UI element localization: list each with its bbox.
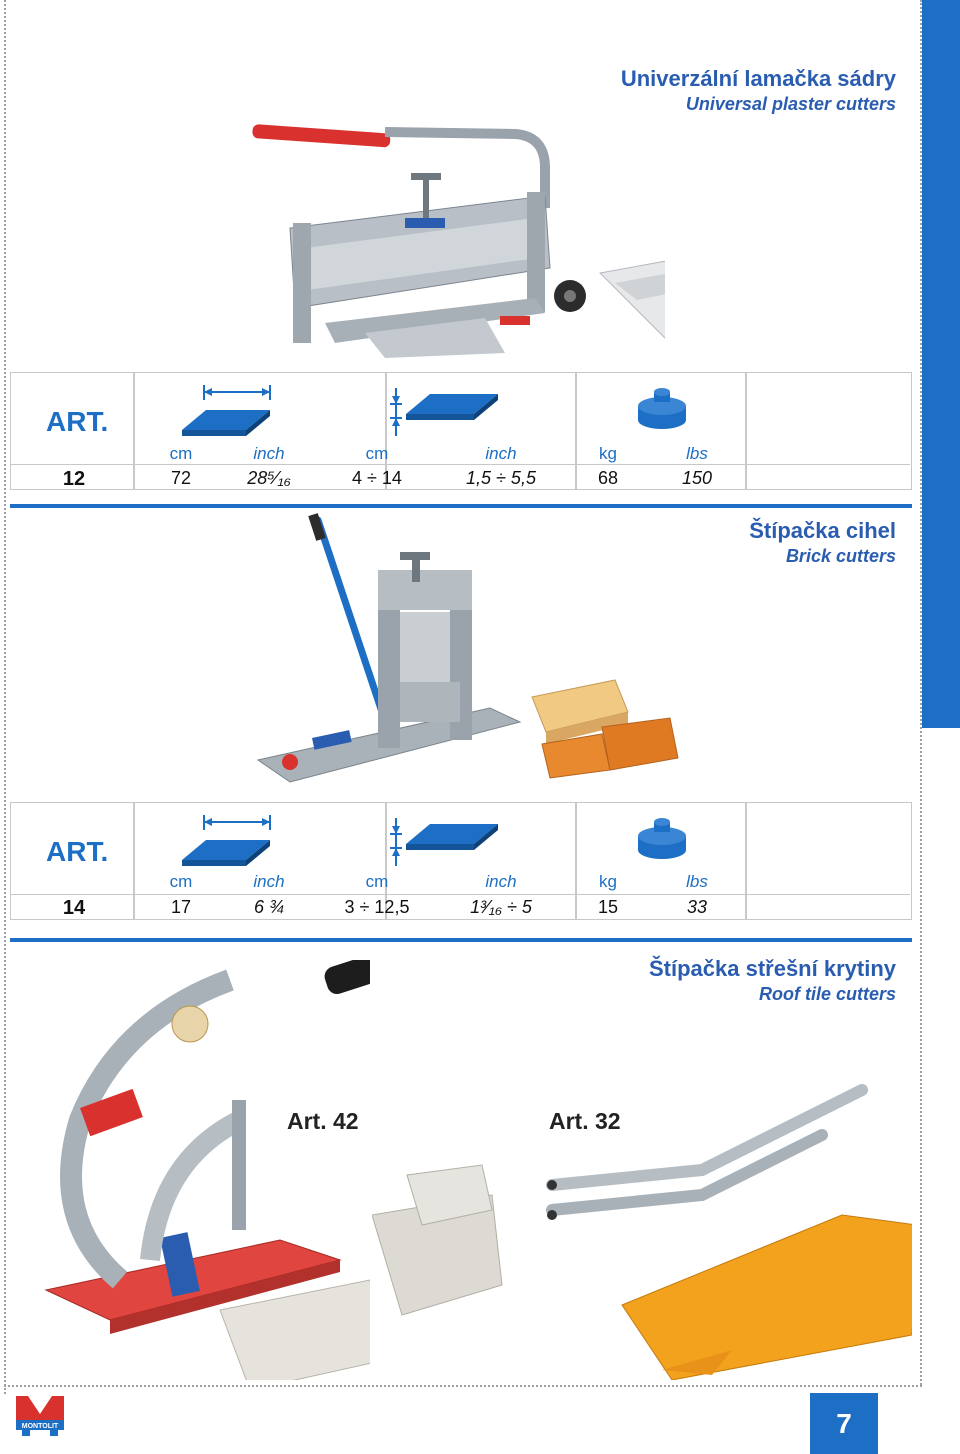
hdr-inch: inch — [253, 444, 285, 463]
weight-icon — [638, 388, 686, 429]
thickness-icon — [390, 818, 498, 866]
hdr-inch: inch — [253, 872, 285, 891]
page-border-right — [920, 0, 922, 1385]
weight-icon — [638, 818, 686, 859]
spec-table-14: ART. cm inch cm inch kg lbs 14 17 6 ¾ 3 … — [10, 802, 912, 920]
title-cz: Štípačka střešní krytiny — [648, 956, 896, 981]
hdr-lbs: lbs — [686, 872, 708, 891]
val-width-cm: 17 — [170, 897, 192, 917]
art-42-label: Art. 42 — [287, 1108, 359, 1134]
val-width-inch: 6 ¾ — [253, 897, 285, 917]
roof-tile-cutter-art42-image — [44, 960, 370, 1380]
val-width-cm: 72 — [170, 468, 192, 488]
width-icon — [182, 385, 271, 436]
product-title-brick: Štípačka cihel Brick cutters — [749, 518, 896, 567]
brick-cutter-image — [256, 513, 679, 783]
val-weight-lbs: 33 — [686, 897, 708, 917]
title-en: Universal plaster cutters — [685, 94, 896, 114]
val-weight-kg: 68 — [597, 468, 619, 488]
hdr-cm: cm — [169, 872, 193, 891]
thickness-icon — [390, 388, 498, 436]
side-tab-bar — [922, 0, 960, 728]
page-border-left — [4, 0, 6, 1394]
page-border-bottom — [4, 1385, 922, 1387]
val-width-inch: 28⁵⁄₁₆ — [247, 468, 291, 488]
roof-tiles-image — [372, 1084, 912, 1380]
val-thickness-inch: 1,5 ÷ 5,5 — [466, 468, 536, 488]
hdr-inch: inch — [485, 444, 517, 463]
hdr-cm: cm — [169, 444, 193, 463]
art-32-label: Art. 32 — [549, 1108, 621, 1134]
art-number: 14 — [62, 897, 86, 919]
hdr-cm: cm — [365, 444, 389, 463]
val-thickness-cm: 4 ÷ 14 — [352, 468, 402, 488]
title-en: Roof tile cutters — [758, 984, 896, 1004]
art-label: ART. — [46, 406, 109, 437]
section-divider — [10, 504, 912, 508]
page-number: 7 — [810, 1393, 878, 1454]
width-icon — [182, 815, 271, 866]
section-divider — [10, 938, 912, 942]
hdr-kg: kg — [599, 872, 617, 891]
val-thickness-cm: 3 ÷ 12,5 — [344, 897, 410, 917]
title-cz: Univerzální lamačka sádry — [620, 66, 896, 91]
hdr-lbs: lbs — [686, 444, 708, 463]
title-cz: Štípačka cihel — [749, 518, 896, 543]
plaster-cutter-image — [252, 124, 665, 358]
montolit-logo: MONTOLIT — [12, 1392, 68, 1438]
title-en: Brick cutters — [785, 546, 896, 566]
art-label: ART. — [46, 836, 109, 867]
svg-text:MONTOLIT: MONTOLIT — [22, 1423, 59, 1430]
product-title-plaster: Univerzální lamačka sádry Universal plas… — [621, 66, 896, 115]
hdr-cm: cm — [365, 872, 389, 891]
art-number: 12 — [62, 468, 86, 490]
hdr-inch: inch — [485, 872, 517, 891]
product-title-roof-tile: Štípačka střešní krytiny Roof tile cutte… — [649, 956, 896, 1005]
val-weight-lbs: 150 — [681, 468, 713, 488]
val-thickness-inch: 1³⁄₁₆ ÷ 5 — [470, 897, 532, 917]
val-weight-kg: 15 — [597, 897, 619, 917]
spec-table-12: ART. cm inch cm inch kg lbs 12 72 28⁵⁄₁₆… — [10, 372, 912, 490]
hdr-kg: kg — [599, 444, 617, 463]
